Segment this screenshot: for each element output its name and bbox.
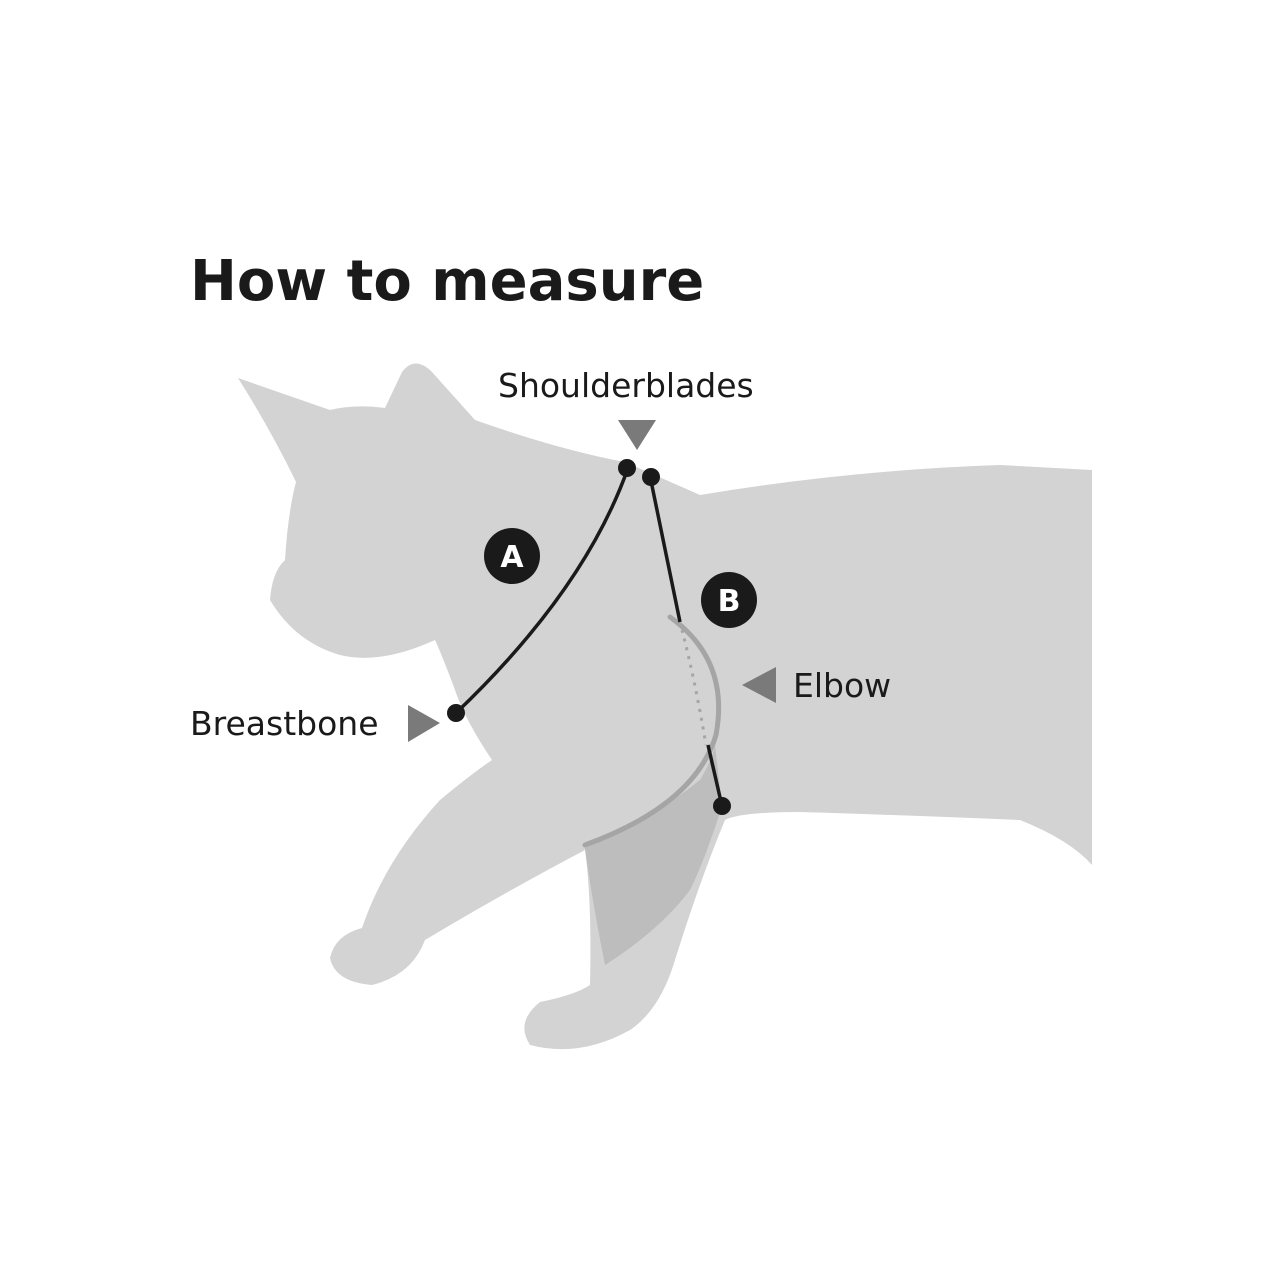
shoulderblade-point-a — [618, 459, 636, 477]
badge-b: B — [701, 572, 757, 628]
badge-b-label: B — [718, 584, 741, 619]
breastbone-arrow-icon — [408, 705, 440, 742]
measure-line-b-lower — [706, 744, 724, 807]
badge-a-label: A — [500, 540, 524, 575]
measure-line-b-upper — [648, 475, 682, 623]
shoulderblade-point-b — [642, 468, 660, 486]
leg-shading — [585, 745, 722, 965]
shoulderblades-label: Shoulderblades — [498, 366, 754, 405]
measure-line-a — [454, 467, 630, 715]
elbow-label: Elbow — [793, 666, 891, 705]
shoulderblades-arrow-icon — [618, 420, 656, 450]
elbow-arrow-icon — [742, 667, 776, 703]
badge-a: A — [484, 528, 540, 584]
breastbone-point — [447, 704, 465, 722]
elbow-dotted-line — [680, 629, 708, 746]
cat-silhouette — [238, 363, 1092, 1050]
elbow-point — [713, 797, 731, 815]
page-title: How to measure — [190, 249, 704, 314]
breastbone-label: Breastbone — [190, 704, 379, 743]
elbow-curve — [582, 614, 722, 848]
